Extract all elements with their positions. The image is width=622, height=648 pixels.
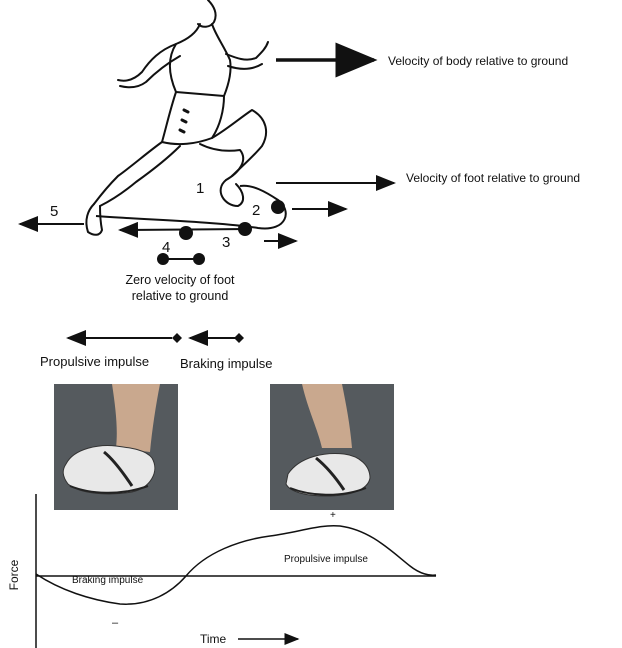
force-time-graph: Force Time Braking impulse Propulsive im…	[7, 494, 436, 648]
velocity-body-label: Velocity of body relative to ground	[388, 54, 568, 68]
force-curve	[36, 526, 436, 605]
point-5-label: 5	[50, 203, 58, 220]
point-4a-marker	[179, 226, 193, 240]
force-axis-label: Force	[7, 559, 21, 590]
propulsive-impulse-label: Propulsive impulse	[40, 354, 149, 369]
zero-velocity-label-line2: relative to ground	[132, 289, 229, 303]
photo-foot-strike	[270, 384, 394, 510]
minus-sign: –	[112, 617, 119, 629]
point-2-marker	[271, 200, 285, 214]
propulsive-impulse-range	[68, 333, 182, 343]
propulsive-region-label: Propulsive impulse	[284, 554, 368, 565]
velocity-foot-label: Velocity of foot relative to ground	[406, 171, 580, 185]
braking-impulse-label: Braking impulse	[180, 356, 273, 371]
braking-region-label: Braking impulse	[72, 575, 144, 586]
photo-push-off	[54, 384, 178, 510]
point-2-label: 2	[252, 202, 260, 219]
point-1-label: 1	[196, 180, 204, 197]
point-4-label: 4	[162, 239, 170, 256]
runner-illustration	[86, 0, 268, 235]
time-axis-label: Time	[200, 632, 227, 646]
braking-impulse-range	[190, 333, 244, 343]
plus-sign: +	[330, 510, 336, 521]
zero-velocity-label-line1: Zero velocity of foot	[125, 273, 235, 287]
point-3-marker	[238, 222, 252, 236]
point-3-label: 3	[222, 234, 230, 251]
